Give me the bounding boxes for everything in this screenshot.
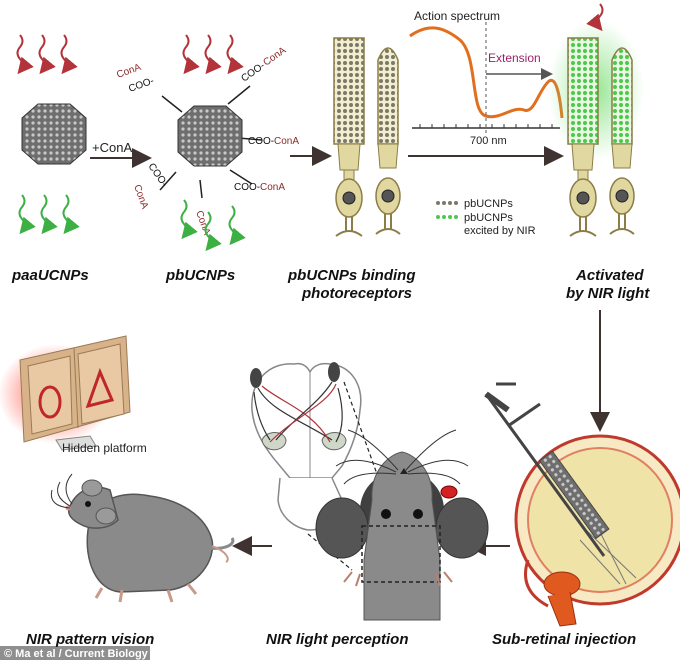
nir-arrow-activated bbox=[586, 3, 604, 32]
caption-activated-2: by NIR light bbox=[566, 285, 650, 302]
action-spectrum-plot: Action spectrum Extension 700 nm bbox=[409, 9, 564, 147]
nir-arrows-pb bbox=[182, 34, 244, 75]
caption-perception: NIR light perception bbox=[266, 631, 409, 648]
nanoparticle-pb bbox=[177, 105, 243, 167]
mouse-body bbox=[50, 473, 235, 603]
svg-text:COO-: COO- bbox=[127, 76, 155, 95]
rod-cell-2 bbox=[567, 37, 599, 237]
credit: © Ma et al / Current Biology bbox=[4, 648, 149, 660]
green-emission-paa bbox=[18, 194, 80, 235]
cone-cell-2 bbox=[609, 47, 635, 235]
caption-injection: Sub-retinal injection bbox=[492, 631, 636, 648]
caption-vision: NIR pattern vision bbox=[26, 631, 154, 648]
svg-text:COO-: COO- bbox=[239, 60, 267, 84]
credit-bg bbox=[0, 646, 150, 660]
particle-legend: pbUCNPs pbUCNPs excited by NIR bbox=[436, 198, 536, 237]
conA-step-label: +ConA bbox=[92, 140, 132, 155]
svg-text:Action spectrum: Action spectrum bbox=[414, 9, 500, 23]
hidden-platform-shape bbox=[55, 435, 97, 451]
svg-text:COO-: COO- bbox=[234, 182, 260, 193]
svg-text:COO-: COO- bbox=[248, 136, 274, 147]
pattern-board bbox=[19, 335, 131, 443]
caption-pb: pbUCNPs bbox=[165, 267, 235, 284]
svg-text:excited by NIR: excited by NIR bbox=[464, 225, 536, 237]
svg-text:ConA: ConA bbox=[115, 62, 143, 81]
syringe-icon bbox=[484, 382, 610, 557]
caption-paa: paaUCNPs bbox=[11, 267, 89, 284]
rod-cell-1 bbox=[333, 37, 365, 237]
svg-text:700 nm: 700 nm bbox=[470, 135, 507, 147]
svg-text:ConA: ConA bbox=[131, 183, 150, 211]
svg-text:COO-: COO- bbox=[146, 161, 170, 189]
svg-text:ConA: ConA bbox=[274, 136, 299, 147]
nanoparticle-paa bbox=[21, 103, 87, 165]
svg-text:Extension: Extension bbox=[488, 51, 541, 65]
hidden-platform-label: Hidden platform bbox=[62, 441, 147, 455]
nir-arrows-paa bbox=[16, 34, 78, 75]
svg-text:pbUCNPs: pbUCNPs bbox=[464, 212, 513, 224]
svg-text:ConA: ConA bbox=[261, 45, 288, 69]
caption-binding-2: photoreceptors bbox=[301, 285, 412, 302]
green-emission-pb bbox=[180, 199, 246, 252]
cone-cell-1 bbox=[375, 47, 401, 235]
caption-activated-1: Activated bbox=[575, 267, 644, 284]
mouse-head bbox=[315, 429, 489, 621]
svg-text:pbUCNPs: pbUCNPs bbox=[464, 198, 513, 210]
svg-text:ConA: ConA bbox=[260, 182, 285, 193]
caption-binding-1: pbUCNPs binding bbox=[287, 267, 416, 284]
